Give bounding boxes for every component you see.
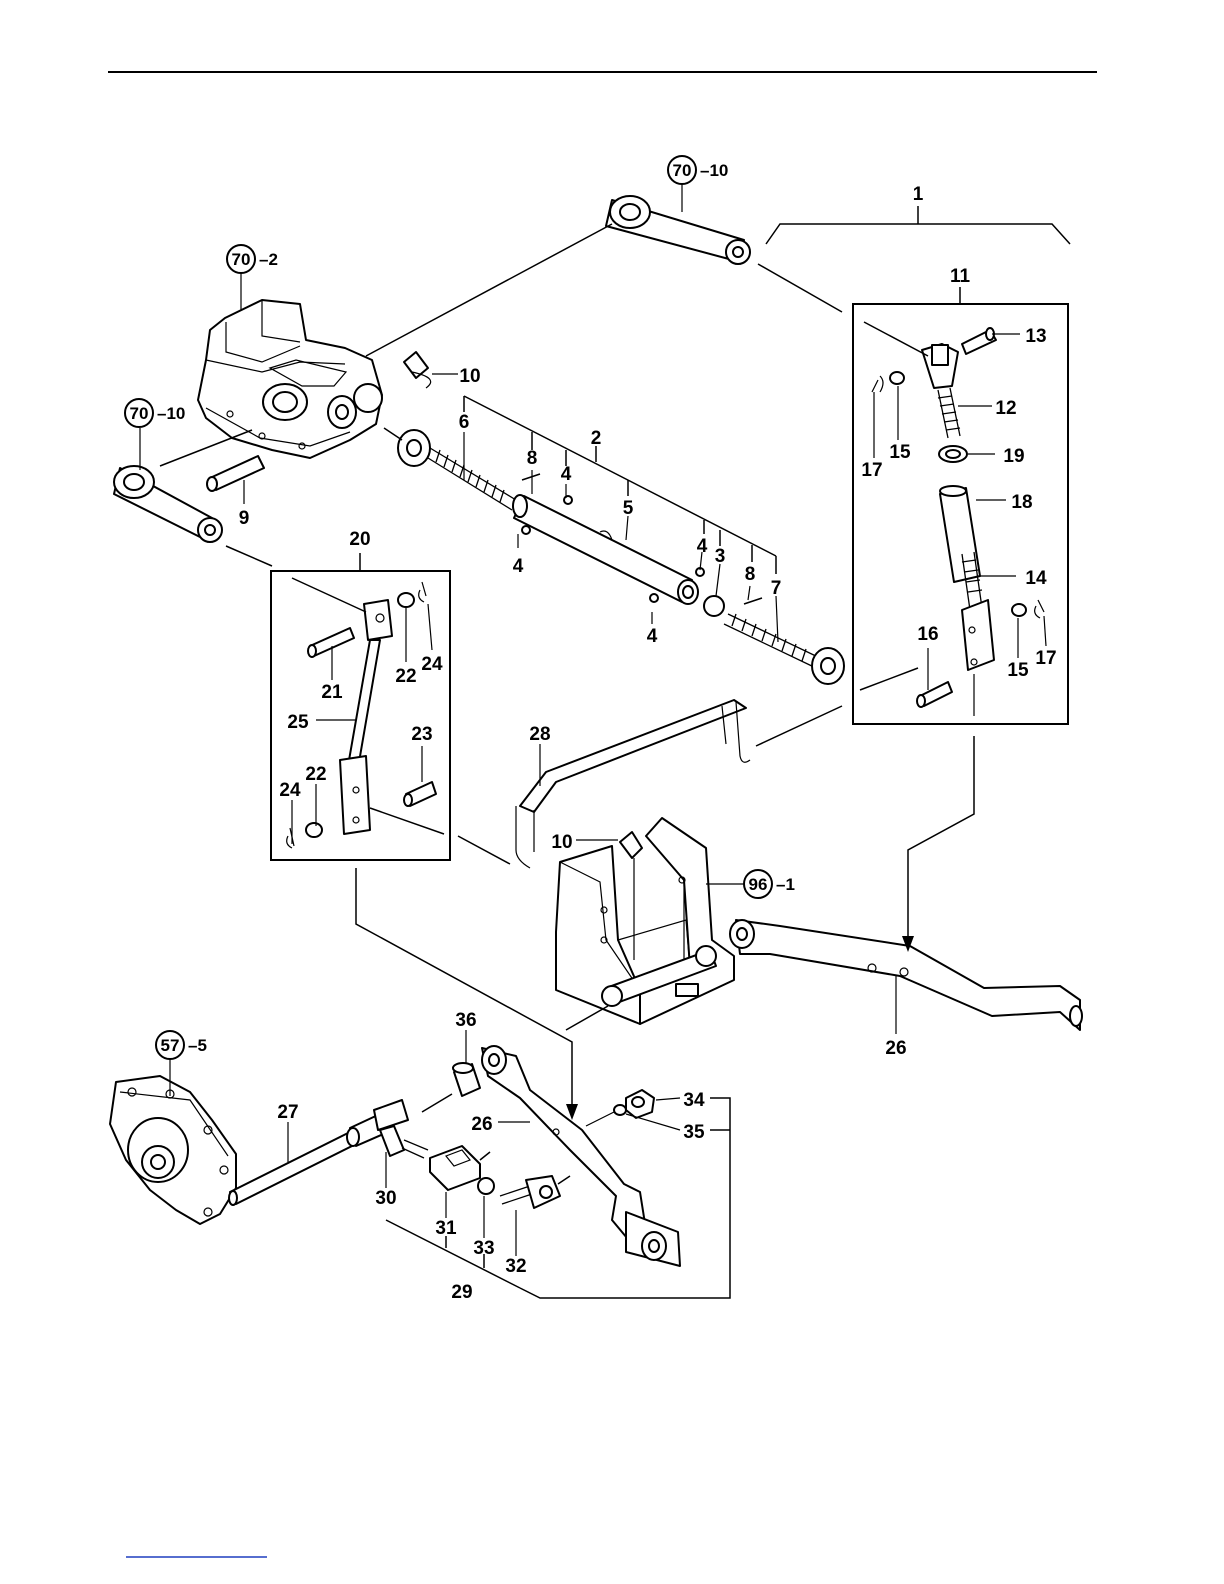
ref-suffix: –2 [259, 250, 278, 269]
pin-9 [207, 456, 264, 491]
callout-5: 5 [623, 498, 634, 519]
lynch-pin-10-top [404, 352, 431, 388]
callout-23: 23 [411, 724, 432, 745]
ref-70-2: 70 –2 [227, 245, 278, 273]
callout-15: 15 [1007, 660, 1029, 681]
callout-6: 6 [459, 412, 470, 433]
ref-57-5: 57 –5 [156, 1031, 207, 1059]
callout-35: 35 [683, 1122, 705, 1143]
ref-number: 70 [673, 161, 692, 180]
callout-34: 34 [683, 1090, 705, 1111]
callout-11: 11 [950, 266, 971, 287]
ref-70-10-left: 70 –10 [125, 399, 185, 427]
callout-22: 22 [305, 764, 326, 785]
callout-18: 18 [1011, 492, 1032, 513]
callout-12: 12 [995, 398, 1016, 419]
callout-9: 9 [239, 508, 250, 529]
ref-suffix: –5 [188, 1036, 207, 1055]
callout-24: 24 [279, 780, 301, 801]
callout-2: 2 [591, 428, 602, 449]
ring-33 [478, 1178, 494, 1194]
callout-14: 14 [1025, 568, 1047, 589]
callout-10: 10 [459, 366, 480, 387]
callout-22: 22 [395, 666, 416, 687]
parts-layer [110, 196, 1082, 1266]
callout-31: 31 [435, 1218, 457, 1239]
callout-1: 1 [913, 184, 924, 205]
callout-4: 4 [697, 536, 708, 557]
lower-link-centre [482, 1046, 680, 1266]
ref-70-10-top: 70 –10 [668, 156, 728, 184]
callout-4: 4 [513, 556, 524, 577]
bolt-32 [500, 1176, 560, 1208]
callout-29: 29 [451, 1282, 472, 1303]
callout-15: 15 [889, 442, 911, 463]
lift-arm-top [606, 196, 750, 264]
ref-suffix: –10 [700, 161, 728, 180]
callout-17: 17 [861, 460, 882, 481]
ref-96-1: 96 –1 [744, 870, 795, 898]
callout-8: 8 [745, 564, 756, 585]
callout-25: 25 [287, 712, 309, 733]
gearcase-57 [110, 1076, 236, 1224]
callout-24: 24 [421, 654, 443, 675]
crank-30 [347, 1100, 428, 1158]
callout-26: 26 [471, 1114, 492, 1135]
callout-7: 7 [771, 578, 782, 599]
callout-33: 33 [473, 1238, 494, 1259]
callout-4: 4 [647, 626, 658, 647]
lift-arm-left [114, 466, 222, 542]
bracket-96 [556, 818, 734, 1024]
bush-36 [453, 1063, 480, 1096]
callout-16: 16 [917, 624, 938, 645]
callout-26: 26 [885, 1038, 906, 1059]
callout-4: 4 [561, 464, 572, 485]
lift-rod-assembly [287, 582, 436, 848]
callout-30: 30 [375, 1188, 396, 1209]
ref-number: 96 [749, 875, 768, 894]
ref-number: 70 [130, 404, 149, 423]
hydraulic-housing [198, 300, 382, 458]
callout-17: 17 [1035, 648, 1056, 669]
callout-36: 36 [455, 1010, 476, 1031]
ref-suffix: –1 [776, 875, 795, 894]
callout-32: 32 [505, 1256, 526, 1277]
block-31 [430, 1146, 480, 1190]
callout-19: 19 [1003, 446, 1024, 467]
callout-3: 3 [715, 546, 726, 567]
nut-34 [626, 1090, 654, 1118]
washer-35 [614, 1105, 626, 1115]
callout-27: 27 [277, 1102, 298, 1123]
callout-20: 20 [349, 529, 370, 550]
ref-number: 70 [232, 250, 251, 269]
callout-13: 13 [1025, 326, 1046, 347]
callout-10: 10 [551, 832, 572, 853]
callout-21: 21 [321, 682, 343, 703]
ref-number: 57 [161, 1036, 180, 1055]
ref-suffix: –10 [157, 404, 185, 423]
callout-28: 28 [529, 724, 550, 745]
callout-8: 8 [527, 448, 538, 469]
top-link-assembly [398, 430, 844, 684]
